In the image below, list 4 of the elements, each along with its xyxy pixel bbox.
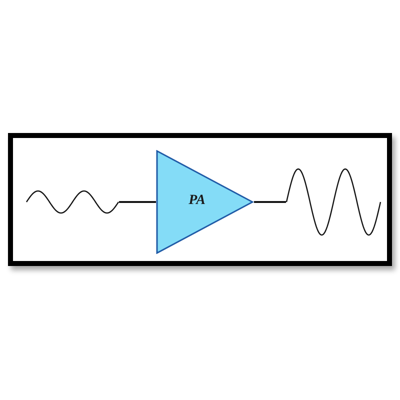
signal-line xyxy=(119,201,156,203)
outer-frame xyxy=(8,133,392,266)
amplifier-label: PA xyxy=(188,194,206,208)
signal-line xyxy=(254,201,286,203)
